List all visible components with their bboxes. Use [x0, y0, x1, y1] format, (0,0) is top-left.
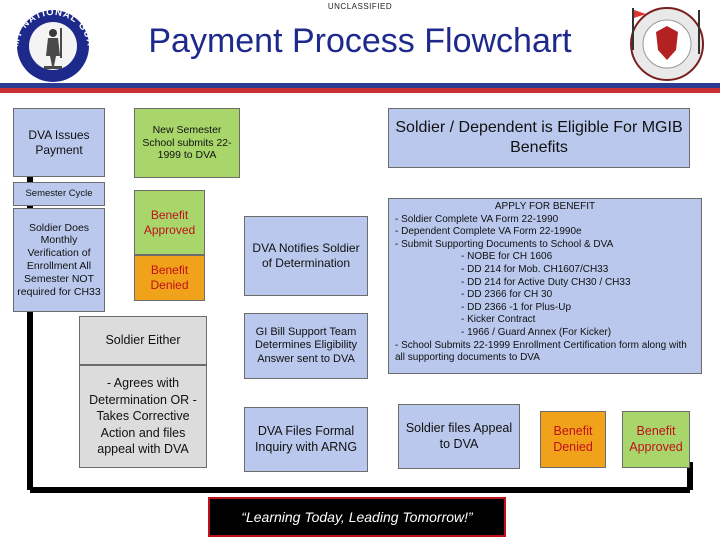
- benefit-denied-box-2: Benefit Denied: [540, 411, 606, 468]
- apply-for-benefit-box: APPLY FOR BENEFIT - Soldier Complete VA …: [388, 198, 702, 374]
- benefit-approved-text: Benefit Approved: [143, 207, 196, 237]
- soldier-either-box: Soldier Either: [79, 316, 207, 365]
- soldier-either-text: Soldier Either: [105, 332, 181, 347]
- eligible-box: Soldier / Dependent is Eligible For MGIB…: [388, 108, 690, 168]
- state-education-crest-icon: [630, 7, 704, 81]
- benefit-denied-text-2: Benefit Denied: [553, 424, 593, 454]
- semester-cycle-text: Semester Cycle: [25, 188, 93, 200]
- header-rule-red: [0, 88, 720, 93]
- apply-line-4: - NOBE for CH 1606: [461, 251, 553, 263]
- apply-line-7: - DD 2366 for CH 30: [461, 289, 553, 301]
- classification-banner: UNCLASSIFIED: [327, 2, 393, 11]
- benefit-approved-box-2: Benefit Approved: [622, 411, 690, 468]
- options-box: - Agrees with Determination OR - Takes C…: [79, 365, 207, 468]
- eligible-text: Soldier / Dependent is Eligible For MGIB…: [395, 119, 683, 156]
- dva-notifies-text: DVA Notifies Soldier of Determination: [252, 241, 360, 270]
- dva-issues-payment-text: DVA Issues Payment: [28, 127, 90, 157]
- apply-heading: APPLY FOR BENEFIT: [494, 201, 596, 212]
- benefit-approved-box: Benefit Approved: [134, 190, 205, 255]
- apply-line-10: - 1966 / Guard Annex (For Kicker): [461, 326, 612, 338]
- gi-bill-support-text: GI Bill Support Team Determines Eligibil…: [254, 325, 358, 365]
- dva-notifies-box: DVA Notifies Soldier of Determination: [244, 216, 368, 296]
- benefit-approved-text-2: Benefit Approved: [629, 424, 683, 454]
- apply-line-3: - Submit Supporting Documents to School …: [395, 238, 614, 250]
- benefit-denied-box: Benefit Denied: [134, 255, 205, 301]
- apply-line-8: - DD 2366 -1 for Plus-Up: [461, 301, 572, 313]
- soldier-files-appeal-box: Soldier files Appeal to DVA: [398, 404, 520, 469]
- dva-issues-payment-box: DVA Issues Payment: [13, 108, 105, 177]
- apply-line-1: - Soldier Complete VA Form 22-1990: [395, 213, 559, 225]
- header-rule-blue: [0, 83, 720, 88]
- slogan-banner: “Learning Today, Leading Tomorrow!”: [208, 497, 506, 537]
- new-semester-box: New Semester School submits 22-1999 to D…: [134, 108, 240, 178]
- options-text: - Agrees with Determination OR - Takes C…: [89, 376, 197, 457]
- gi-bill-support-box: GI Bill Support Team Determines Eligibil…: [244, 313, 368, 379]
- monthly-verification-text: Soldier Does Monthly Verification of Enr…: [17, 221, 101, 298]
- monthly-verification-box: Soldier Does Monthly Verification of Enr…: [13, 208, 105, 312]
- apply-line-11: - School Submits 22-1999 Enrollment Cert…: [395, 339, 687, 364]
- page-title: Payment Process Flowchart: [148, 22, 572, 60]
- dva-files-inquiry-text: DVA Files Formal Inquiry with ARNG: [254, 424, 358, 454]
- dva-files-inquiry-box: DVA Files Formal Inquiry with ARNG: [244, 407, 368, 472]
- soldier-files-appeal-text: Soldier files Appeal to DVA: [405, 421, 513, 451]
- apply-line-2: - Dependent Complete VA Form 22-1990e: [395, 226, 582, 238]
- apply-line-5: - DD 214 for Mob. CH1607/CH33: [461, 263, 609, 275]
- semester-cycle-box: Semester Cycle: [13, 182, 105, 206]
- minuteman-seal-icon: ARMY NATIONAL GUARD: [4, 4, 95, 82]
- apply-line-9: - Kicker Contract: [461, 314, 536, 326]
- benefit-denied-text: Benefit Denied: [150, 263, 189, 292]
- new-semester-text: New Semester School submits 22-1999 to D…: [142, 123, 232, 162]
- apply-line-6: - DD 214 for Active Duty CH30 / CH33: [461, 276, 631, 288]
